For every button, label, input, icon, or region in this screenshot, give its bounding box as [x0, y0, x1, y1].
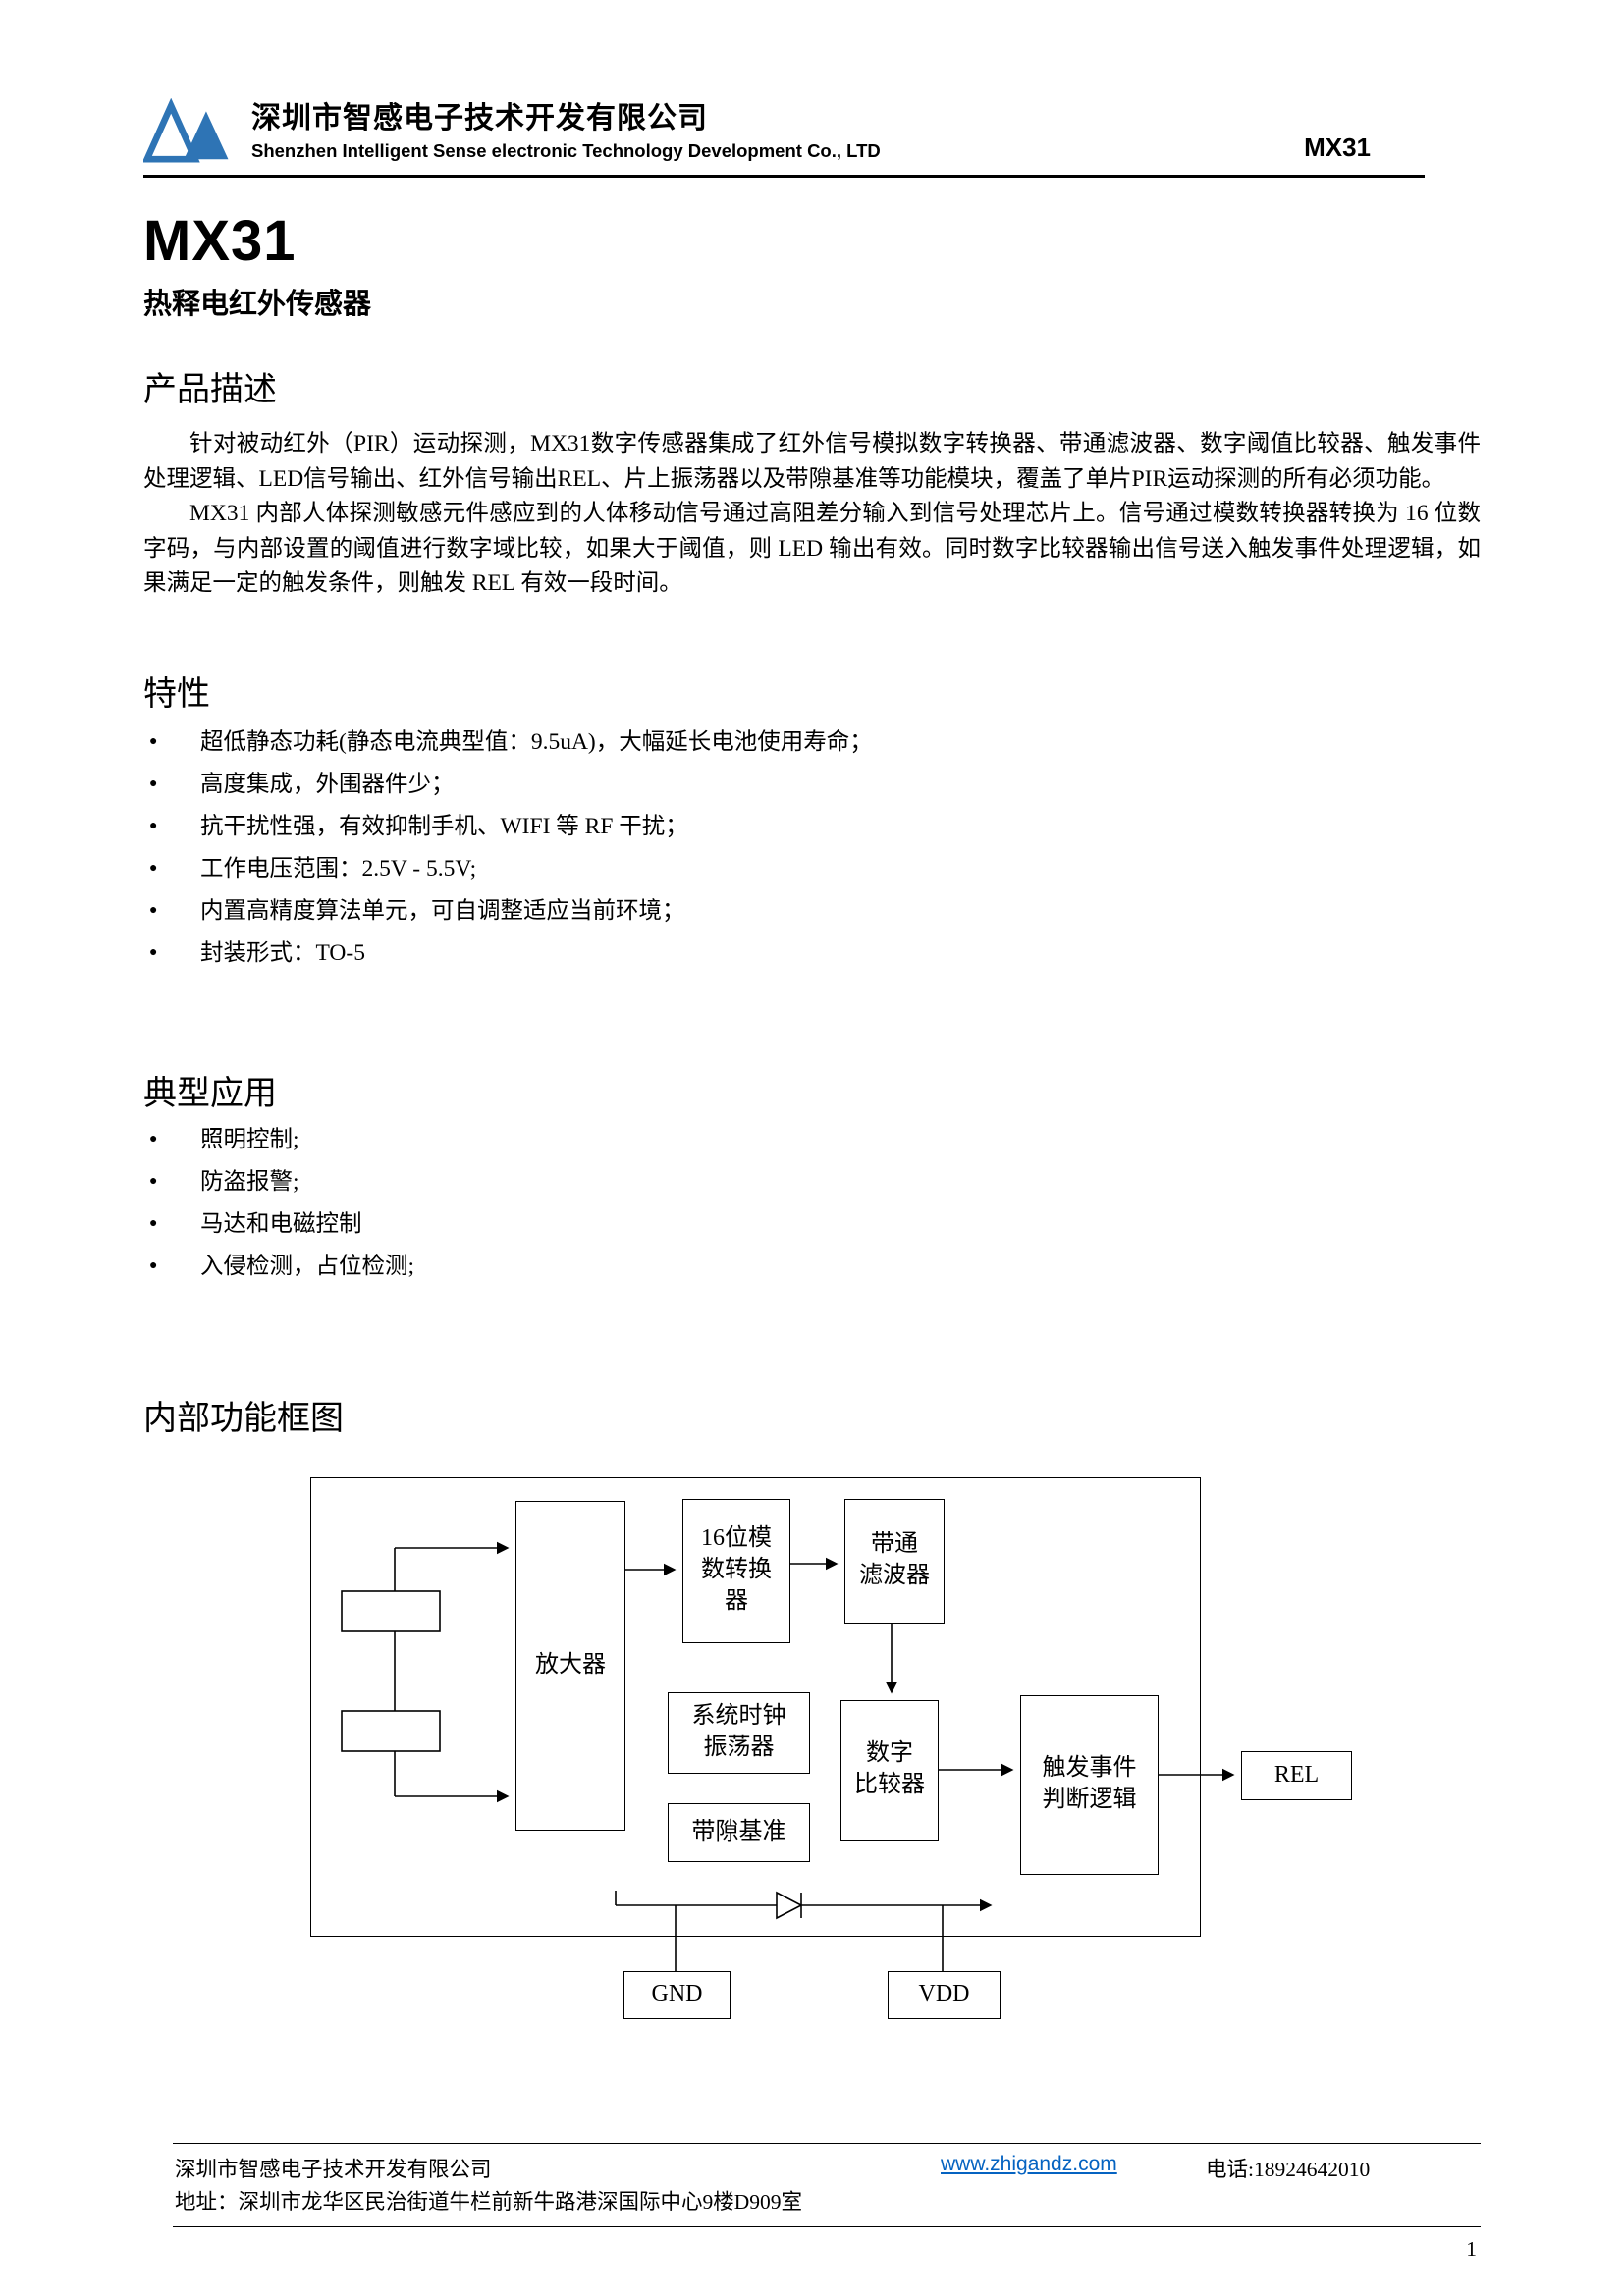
- bullet-icon: ●: [149, 1257, 158, 1273]
- application-text: 马达和电磁控制: [200, 1210, 362, 1237]
- company-names: 深圳市智感电子技术开发有限公司 Shenzhen Intelligent Sen…: [251, 101, 881, 163]
- bullet-icon: ●: [149, 1215, 158, 1231]
- application-item: ● 马达和电磁控制: [143, 1211, 1481, 1237]
- features-list: ● 超低静态功耗(静态电流典型值：9.5uA)，大幅延长电池使用寿命； ● 高度集成…: [143, 729, 1481, 966]
- header-left: 深圳市智感电子技术开发有限公司 Shenzhen Intelligent Sen…: [141, 97, 881, 165]
- application-item: ● 防盗报警;: [143, 1169, 1481, 1195]
- page-header: 深圳市智感电子技术开发有限公司 Shenzhen Intelligent Sen…: [141, 0, 1481, 165]
- description-paragraph-2: MX31 内部人体探测敏感元件感应到的人体移动信号通过高阻差分输入到信号处理芯片…: [143, 501, 1481, 596]
- footer-rule-top: [173, 2143, 1481, 2144]
- feature-text: 高度集成，外围器件少；: [200, 771, 455, 797]
- feature-item: ● 超低静态功耗(静态电流典型值：9.5uA)，大幅延长电池使用寿命；: [143, 729, 1481, 755]
- feature-text: 超低静态功耗(静态电流典型值：9.5uA)，大幅延长电池使用寿命；: [200, 728, 873, 755]
- application-text: 入侵检测，占位检测;: [200, 1253, 415, 1279]
- bullet-icon: ●: [149, 944, 158, 960]
- block-gnd: GND: [623, 1970, 731, 2019]
- bullet-icon: ●: [149, 1131, 158, 1147]
- block-vdd: VDD: [888, 1970, 1001, 2019]
- header-model-label: MX31: [1304, 133, 1371, 162]
- section-heading-features: 特性: [143, 675, 210, 713]
- section-heading-diagram: 内部功能框图: [143, 1400, 344, 1437]
- block-amplifier: 放大器: [515, 1500, 625, 1831]
- feature-text: 工作电压范围：2.5V - 5.5V;: [200, 855, 477, 881]
- section-heading-description: 产品描述: [143, 372, 277, 408]
- footer-phone: 电话:18924642010: [1206, 2158, 1371, 2181]
- applications-list: ● 照明控制; ● 防盗报警; ● 马达和电磁控制 ● 入侵检测，占位检测;: [143, 1127, 1481, 1279]
- bullet-icon: ●: [149, 818, 158, 833]
- bullet-icon: ●: [149, 902, 158, 918]
- feature-text: 封装形式：TO-5: [200, 939, 365, 966]
- feature-item: ● 封装形式：TO-5: [143, 940, 1481, 966]
- feature-text: 内置高精度算法单元，可自调整适应当前环境；: [200, 897, 685, 924]
- block-diagram: 放大器 16位模 数转换 器 带通 滤波器 系统时钟 振荡器 带隙基准 数字 比…: [143, 1466, 1481, 2055]
- footer-website-link[interactable]: www.zhigandz.com: [941, 2153, 1117, 2175]
- header-rule: [143, 175, 1425, 178]
- footer-rule-bottom: [173, 2226, 1481, 2227]
- bullet-icon: ●: [149, 860, 158, 876]
- bullet-icon: ●: [149, 1173, 158, 1189]
- footer-address: 地址：深圳市龙华区民治街道牛栏前新牛路港深国际中心9楼D909室: [175, 2190, 803, 2214]
- company-logo-icon: [141, 97, 236, 165]
- section-heading-applications: 典型应用: [143, 1075, 277, 1112]
- footer-company: 深圳市智感电子技术开发有限公司: [175, 2158, 492, 2181]
- company-name-en: Shenzhen Intelligent Sense electronic Te…: [251, 139, 881, 161]
- feature-item: ● 工作电压范围：2.5V - 5.5V;: [143, 856, 1481, 881]
- page-footer: 深圳市智感电子技术开发有限公司 www.zhigandz.com 电话:1892…: [143, 2143, 1481, 2262]
- block-comparator: 数字 比较器: [840, 1699, 939, 1841]
- feature-item: ● 高度集成，外围器件少；: [143, 772, 1481, 797]
- diagram-outer-box: [310, 1476, 1201, 1937]
- block-bandgap: 带隙基准: [668, 1802, 810, 1862]
- company-name-cn: 深圳市智感电子技术开发有限公司: [251, 101, 708, 134]
- feature-item: ● 抗干扰性强，有效抑制手机、WIFI 等 RF 干扰；: [143, 814, 1481, 839]
- block-rel: REL: [1241, 1750, 1352, 1800]
- product-subtitle: 热释电红外传感器: [143, 289, 372, 320]
- block-clock: 系统时钟 振荡器: [668, 1691, 810, 1774]
- product-title: MX31: [143, 209, 297, 273]
- application-text: 照明控制;: [200, 1126, 299, 1152]
- page-content: 深圳市智感电子技术开发有限公司 Shenzhen Intelligent Sen…: [141, 0, 1481, 2055]
- page-number: 1: [1466, 2237, 1477, 2261]
- block-trigger: 触发事件 判断逻辑: [1020, 1694, 1159, 1875]
- footer-row: 深圳市智感电子技术开发有限公司 www.zhigandz.com 电话:1892…: [143, 2144, 1481, 2185]
- feature-text: 抗干扰性强，有效抑制手机、WIFI 等 RF 干扰；: [200, 813, 688, 839]
- feature-item: ● 内置高精度算法单元，可自调整适应当前环境；: [143, 898, 1481, 924]
- application-item: ● 照明控制;: [143, 1127, 1481, 1152]
- block-bandpass: 带通 滤波器: [844, 1498, 945, 1624]
- application-text: 防盗报警;: [200, 1168, 299, 1195]
- block-adc: 16位模 数转换 器: [682, 1498, 790, 1643]
- application-item: ● 入侵检测，占位检测;: [143, 1254, 1481, 1279]
- bullet-icon: ●: [149, 775, 158, 791]
- bullet-icon: ●: [149, 733, 158, 749]
- diagram-wires: [341, 1541, 1235, 1971]
- description-paragraph-1: 针对被动红外（PIR）运动探测，MX31数字传感器集成了红外信号模拟数字转换器、…: [143, 431, 1481, 492]
